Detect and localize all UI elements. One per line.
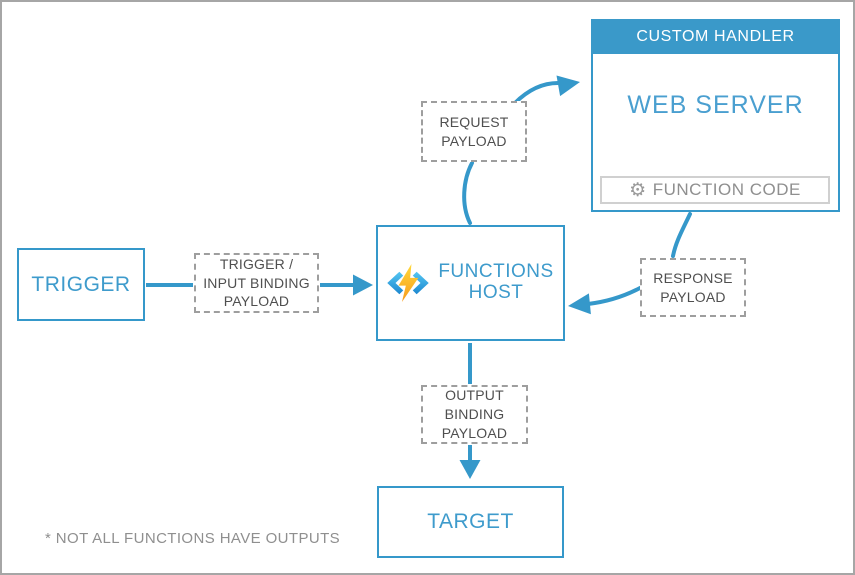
azure-functions-icon xyxy=(387,264,430,302)
arrowhead-into-target xyxy=(459,460,481,479)
functions-host-node: FUNCTIONS HOST xyxy=(376,225,565,341)
arrowhead-into-host xyxy=(353,274,373,296)
edge-host-to-request xyxy=(462,161,474,225)
gear-icon: ⚙ xyxy=(629,179,647,201)
web-server-label: WEB SERVER xyxy=(627,91,804,119)
response-payload-node: RESPONSE PAYLOAD xyxy=(640,258,746,317)
trigger-node: TRIGGER xyxy=(17,248,145,321)
function-code-label: FUNCTION CODE xyxy=(652,180,801,199)
trigger-input-binding-payload-label: TRIGGER / INPUT BINDING PAYLOAD xyxy=(203,255,310,310)
output-binding-payload-label: OUTPUT BINDING PAYLOAD xyxy=(441,387,508,441)
arrowhead-into-host-right xyxy=(568,293,591,315)
response-payload-label: RESPONSE PAYLOAD xyxy=(653,269,733,305)
functions-host-label: FUNCTIONS HOST xyxy=(438,261,554,303)
request-payload-label: REQUEST PAYLOAD xyxy=(439,113,509,149)
custom-handler-node: CUSTOM HANDLER WEB SERVER ⚙ FUNCTION COD… xyxy=(591,19,840,212)
footnote-text: * NOT ALL FUNCTIONS HAVE OUTPUTS xyxy=(45,530,341,547)
trigger-label: TRIGGER xyxy=(31,272,131,296)
custom-handler-header: CUSTOM HANDLER xyxy=(591,19,840,54)
edge-request-to-handler xyxy=(513,81,560,105)
edge-response-to-host xyxy=(586,286,642,306)
function-code-box: ⚙ FUNCTION CODE xyxy=(600,176,830,204)
edge-handler-to-response xyxy=(671,212,692,258)
output-binding-payload-node: OUTPUT BINDING PAYLOAD xyxy=(421,385,528,444)
trigger-input-binding-payload-node: TRIGGER / INPUT BINDING PAYLOAD xyxy=(194,253,319,313)
custom-handler-title: CUSTOM HANDLER xyxy=(636,27,795,45)
target-label: TARGET xyxy=(427,510,514,534)
target-node: TARGET xyxy=(377,486,564,558)
arrowhead-into-handler xyxy=(556,75,580,97)
request-payload-node: REQUEST PAYLOAD xyxy=(421,101,527,162)
